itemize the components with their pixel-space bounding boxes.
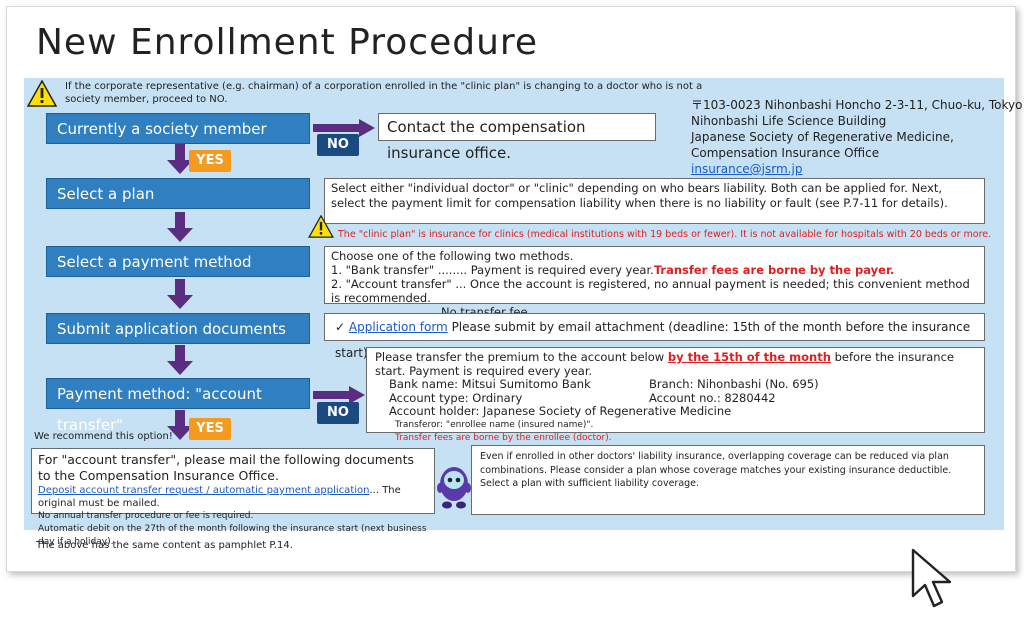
arrow-down-icon xyxy=(167,279,193,309)
contact-address: 〒103-0023 Nihonbashi Honcho 2-3-11, Chuo… xyxy=(691,97,1024,177)
top-warning-text: If the corporate representative (e.g. ch… xyxy=(65,81,703,105)
step-account-transfer: Payment method: "account transfer" xyxy=(46,378,310,434)
account-number: Account no.: 8280442 xyxy=(649,390,776,405)
footer-note: The above has the same content as pamphl… xyxy=(36,540,293,551)
submit-documents-box: ✓ Application form Please submit by emai… xyxy=(324,313,985,360)
yes-badge: YES xyxy=(189,418,231,440)
address-line: Japanese Society of Regenerative Medicin… xyxy=(691,130,954,160)
account-holder: Account holder: Japanese Society of Rege… xyxy=(389,404,732,418)
step-select-payment: Select a payment method xyxy=(46,246,310,277)
transferor-note: Transferor: "enrollee name (insured name… xyxy=(395,419,594,430)
address-line: Nihonbashi Life Science Building xyxy=(691,114,887,128)
step-submit-documents: Submit application documents xyxy=(46,313,310,344)
fee-warning: Transfer fees are borne by the payer. xyxy=(653,263,895,277)
fee-note: Transfer fees are borne by the enrollee … xyxy=(395,433,612,443)
mascot-character-icon xyxy=(437,462,471,510)
documents-mail-box: For "account transfer", please mail the … xyxy=(31,448,435,547)
arrow-down-icon xyxy=(167,345,193,375)
yes-badge: YES xyxy=(189,150,231,172)
step-select-plan: Select a plan xyxy=(46,178,310,209)
address-line: 〒103-0023 Nihonbashi Honcho 2-3-11, Chuo… xyxy=(691,98,1023,112)
submit-instructions: Please submit by email attachment (deadl… xyxy=(335,320,971,360)
payment-intro: Choose one of the following two methods. xyxy=(331,249,574,263)
no-badge: NO xyxy=(317,402,359,424)
bank-name: Bank name: Mitsui Sumitomo Bank xyxy=(389,377,591,391)
transfer-intro-end: before the insurance start. Payment is r… xyxy=(375,350,954,378)
arrow-down-icon xyxy=(167,144,193,174)
payment-option-2: 2. "Account transfer" ... Once the accou… xyxy=(331,277,970,305)
plan-description: Select either "individual doctor" or "cl… xyxy=(331,181,948,210)
plan-warning-text: The "clinic plan" is insurance for clini… xyxy=(338,229,992,240)
payment-method-box: Choose one of the following two methods.… xyxy=(324,246,985,319)
documents-mail-note: ... The original must be mailed. xyxy=(38,485,401,509)
other-insurance-box: Even if enrolled in other doctors' liabi… xyxy=(471,445,985,515)
documents-note: Automatic debit on the 27th of the month… xyxy=(38,524,427,547)
warning-triangle-icon xyxy=(27,80,57,107)
no-badge: NO xyxy=(317,134,359,156)
arrow-right-icon xyxy=(313,386,365,404)
warning-triangle-icon xyxy=(308,215,334,238)
documents-heading: For "account transfer", please mail the … xyxy=(38,452,415,483)
arrow-down-icon xyxy=(167,212,193,242)
application-form-link[interactable]: Application form xyxy=(348,320,448,334)
check-icon: ✓ xyxy=(335,320,346,334)
payment-option-1: 1. "Bank transfer" ........ Payment is r… xyxy=(331,263,654,277)
plan-description-box: Select either "individual doctor" or "cl… xyxy=(324,178,985,224)
arrow-right-icon xyxy=(313,119,375,137)
documents-note: No annual transfer procedure or fee is r… xyxy=(38,511,254,521)
recommend-note: We recommend this option! xyxy=(34,431,173,442)
arrow-down-icon xyxy=(167,410,193,440)
email-link[interactable]: insurance@jsrm.jp xyxy=(691,162,803,176)
bank-transfer-box: Please transfer the premium to the accou… xyxy=(366,347,985,443)
step-current-member: Currently a society member xyxy=(46,113,310,144)
transfer-request-form-link[interactable]: Deposit account transfer request / autom… xyxy=(38,485,370,496)
other-insurance-text: Even if enrolled in other doctors' liabi… xyxy=(480,451,952,489)
page-title: New Enrollment Procedure xyxy=(36,22,539,63)
account-type: Account type: Ordinary xyxy=(389,390,523,405)
contact-office-box: Contact the compensation insurance offic… xyxy=(378,113,656,162)
mouse-pointer-icon xyxy=(910,548,956,610)
transfer-deadline: by the 15th of the month xyxy=(667,350,831,364)
branch-name: Branch: Nihonbashi (No. 695) xyxy=(649,377,819,391)
transfer-intro: Please transfer the premium to the accou… xyxy=(375,350,665,364)
